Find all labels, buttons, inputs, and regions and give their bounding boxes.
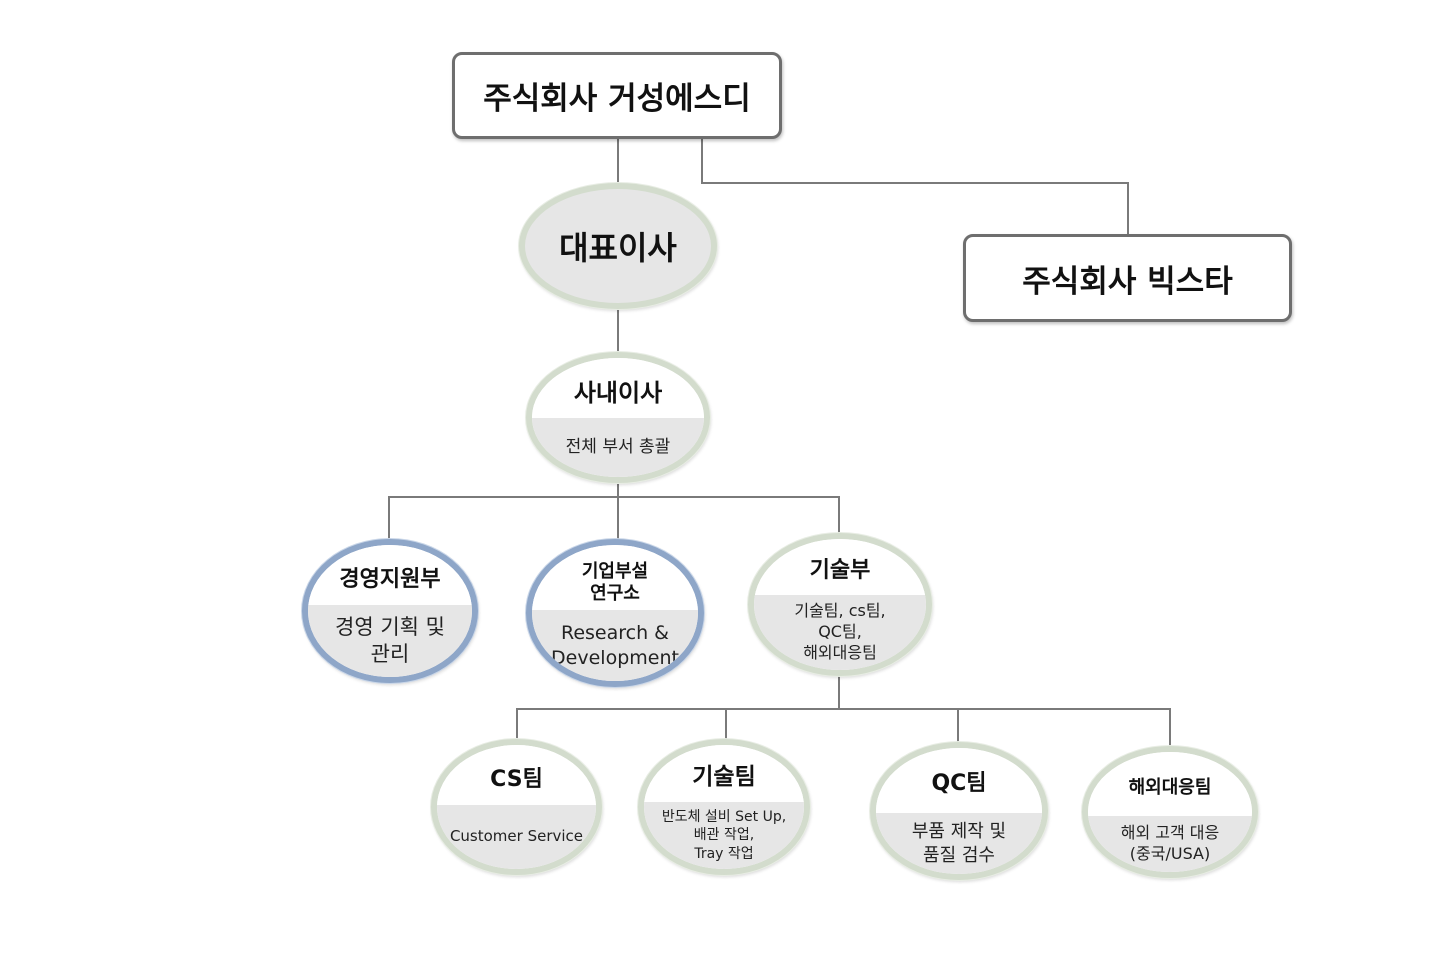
ceo-title: 대표이사 xyxy=(559,229,677,267)
company-name: 주식회사 거성에스디 xyxy=(483,81,751,117)
team-overseas: 해외대응팀 해외 고객 대응 (중국/USA) xyxy=(1082,746,1258,878)
director-title: 사내이사 xyxy=(532,358,704,418)
team-title: CS팀 xyxy=(437,745,596,805)
dept-desc: 기술팀, cs팀, QC팀, 해외대응팀 xyxy=(754,595,926,670)
team-qc: QC팀 부품 제작 및 품질 검수 xyxy=(870,742,1048,880)
team-title: QC팀 xyxy=(876,748,1042,813)
team-tech: 기술팀 반도체 설비 Set Up, 배관 작업, Tray 작업 xyxy=(638,739,810,875)
dept-technology: 기술부 기술팀, cs팀, QC팀, 해외대응팀 xyxy=(748,533,932,676)
dept-management-support: 경영지원부 경영 기획 및 관리 xyxy=(302,539,478,683)
dept-title: 경영지원부 xyxy=(308,545,472,605)
dept-title: 기업부설 연구소 xyxy=(532,545,698,610)
company-box: 주식회사 거성에스디 xyxy=(452,52,782,139)
team-cs: CS팀 Customer Service xyxy=(431,739,602,875)
dept-desc: 경영 기획 및 관리 xyxy=(308,605,472,677)
team-desc: 반도체 설비 Set Up, 배관 작업, Tray 작업 xyxy=(644,802,804,869)
connector-company-sister xyxy=(701,138,1129,236)
dept-desc: Research & Development xyxy=(532,610,698,681)
team-title: 해외대응팀 xyxy=(1088,752,1252,816)
ceo-node: 대표이사 xyxy=(519,183,717,309)
connector-director-departments xyxy=(388,480,840,541)
dept-title: 기술부 xyxy=(754,539,926,595)
team-title: 기술팀 xyxy=(644,745,804,802)
sister-company-name: 주식회사 빅스타 xyxy=(1022,263,1233,300)
director-node: 사내이사 전체 부서 총괄 xyxy=(526,352,710,483)
connector-tech-teams xyxy=(516,675,1171,750)
team-desc: 해외 고객 대응 (중국/USA) xyxy=(1088,816,1252,872)
team-desc: 부품 제작 및 품질 검수 xyxy=(876,813,1042,874)
sister-company-box: 주식회사 빅스타 xyxy=(963,234,1292,322)
team-desc: Customer Service xyxy=(437,805,596,869)
dept-research-institute: 기업부설 연구소 Research & Development xyxy=(526,539,704,687)
director-desc: 전체 부서 총괄 xyxy=(532,418,704,477)
